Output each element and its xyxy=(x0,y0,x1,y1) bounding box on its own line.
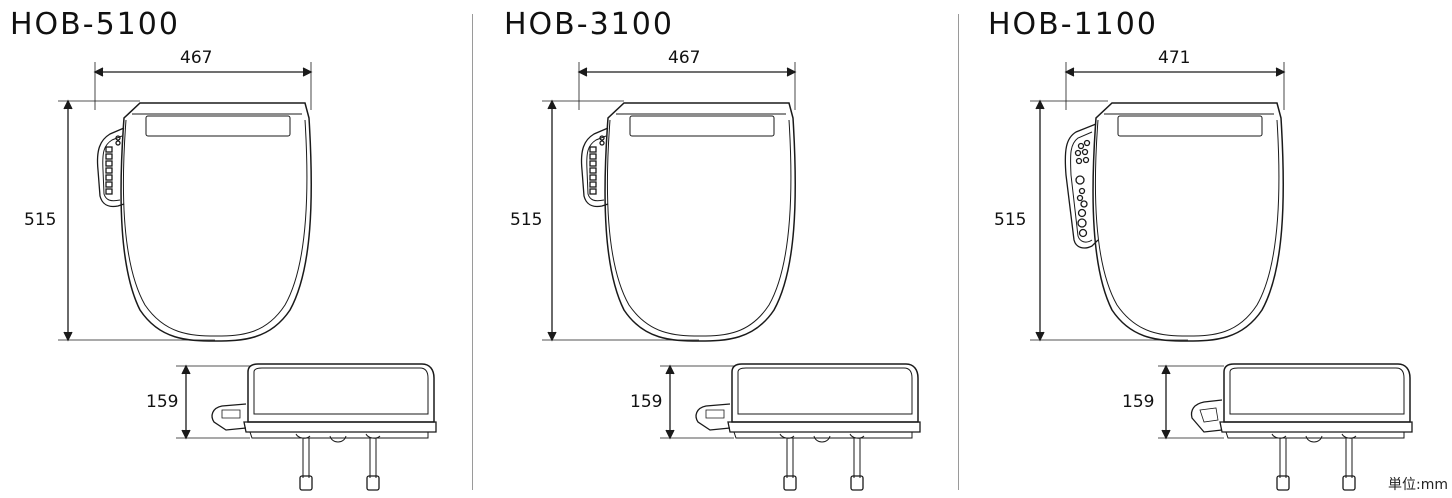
unit-label: 単位:mm xyxy=(1388,477,1448,493)
toilet-seat-drawing xyxy=(1030,62,1413,491)
model-title: HOB-3100 xyxy=(504,7,674,42)
width-dimension-label: 471 xyxy=(1158,48,1191,68)
model-panel-hob-5100: HOB-5100 467 515 159 xyxy=(0,0,484,498)
model-title: HOB-5100 xyxy=(10,7,180,42)
width-dimension-label: 467 xyxy=(668,48,701,68)
model-title: HOB-1100 xyxy=(988,7,1158,42)
toilet-seat-drawing xyxy=(58,62,437,491)
depth-dimension-label: 515 xyxy=(510,210,543,230)
height-dimension-label: 159 xyxy=(1122,392,1155,412)
panel-divider xyxy=(958,14,959,490)
toilet-seat-drawing xyxy=(542,62,921,491)
panel-divider xyxy=(472,14,473,490)
height-dimension-label: 159 xyxy=(630,392,663,412)
model-panel-hob-3100: HOB-3100 467 515 159 xyxy=(484,0,968,498)
depth-dimension-label: 515 xyxy=(24,210,57,230)
depth-dimension-label: 515 xyxy=(994,210,1027,230)
width-dimension-label: 467 xyxy=(180,48,213,68)
height-dimension-label: 159 xyxy=(146,392,179,412)
model-panel-hob-1100: HOB-1100 471 515 159 xyxy=(968,0,1452,498)
